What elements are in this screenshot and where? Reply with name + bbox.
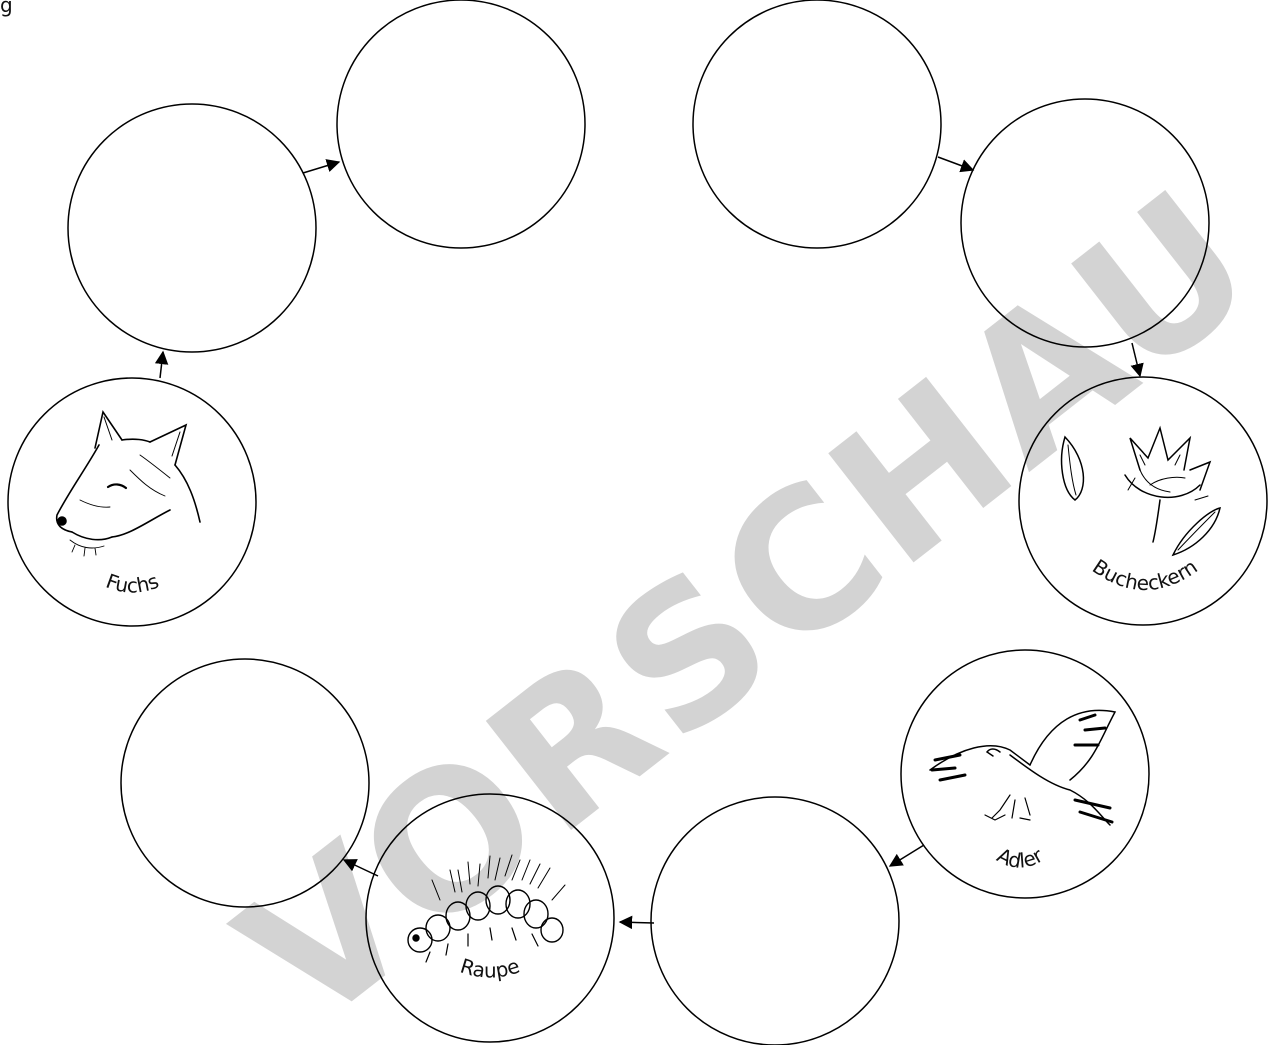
eagle-label: Adler xyxy=(993,843,1047,873)
svg-text:VORSCHAU: VORSCHAU xyxy=(202,147,1282,1045)
caterpillar-label: Raupe xyxy=(458,954,523,983)
eagle-drawing xyxy=(930,710,1115,825)
empty-circle-top-left-upper xyxy=(337,0,585,248)
beechnut-label: Bucheckern xyxy=(1088,554,1202,595)
watermark: VORSCHAU xyxy=(202,147,1282,1045)
circles xyxy=(8,0,1267,1045)
heading-fragment: g xyxy=(0,0,13,17)
arrow-circle-to-circle-top-right xyxy=(938,157,973,170)
arrow-eagle-to-circle xyxy=(890,845,924,866)
fox-head-drawing xyxy=(57,412,200,556)
arrow-circle-to-caterpillar xyxy=(620,922,654,923)
empty-circle-top-left-mid xyxy=(68,104,316,352)
fox-label: Fuchs xyxy=(103,569,162,598)
arrow-fox-to-circle xyxy=(160,352,163,378)
empty-circle-top-right-upper xyxy=(693,0,941,248)
empty-circle-bottom-mid-right xyxy=(651,797,899,1045)
arrow-circle-to-circle-top-left xyxy=(303,162,339,173)
